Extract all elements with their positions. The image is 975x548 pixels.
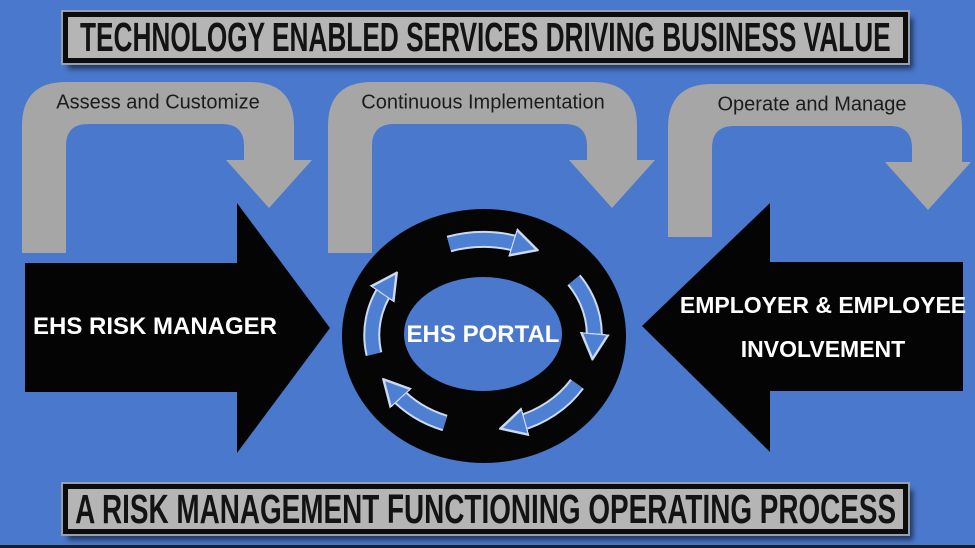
flow-arch-assess <box>22 82 312 253</box>
footer-banner-text: A RISK MANAGEMENT FUNCTIONING OPERATING … <box>75 485 896 532</box>
cycle-arrow-right <box>567 274 594 342</box>
title-banner-text: TECHNOLOGY ENABLED SERVICES DRIVING BUSI… <box>80 14 891 60</box>
title-banner: TECHNOLOGY ENABLED SERVICES DRIVING BUSI… <box>63 12 908 63</box>
left-actor-arrow <box>25 203 330 453</box>
flow-arch-implementation <box>328 82 655 253</box>
footer-banner: A RISK MANAGEMENT FUNCTIONING OPERATING … <box>63 484 908 534</box>
flow-label-assess: Assess and Customize <box>56 91 260 114</box>
right-actor-label: EMPLOYER & EMPLOYEE INVOLVEMENT <box>680 283 966 371</box>
cycle-arrow-left <box>363 287 387 356</box>
flow-label-operate: Operate and Manage <box>717 93 907 116</box>
flow-arch-operate <box>668 84 971 237</box>
bottom-edge-shadow <box>0 545 975 548</box>
cycle-arrow-bottom-right <box>517 378 584 424</box>
cycle-arrow-bottom-left <box>395 392 448 432</box>
left-actor-label: EHS RISK MANAGER <box>32 313 278 340</box>
right-actor-label-line2: INVOLVEMENT <box>740 336 906 362</box>
hub-label: EHS PORTAL <box>406 321 560 348</box>
right-actor-arrow <box>642 203 963 452</box>
flow-label-implementation: Continuous Implementation <box>361 91 605 114</box>
cycle-arrow-top <box>446 239 521 245</box>
hub-ring-hole <box>404 277 562 391</box>
cycle-arrows <box>363 239 595 432</box>
right-actor-label-line1: EMPLOYER & EMPLOYEE <box>679 292 967 318</box>
